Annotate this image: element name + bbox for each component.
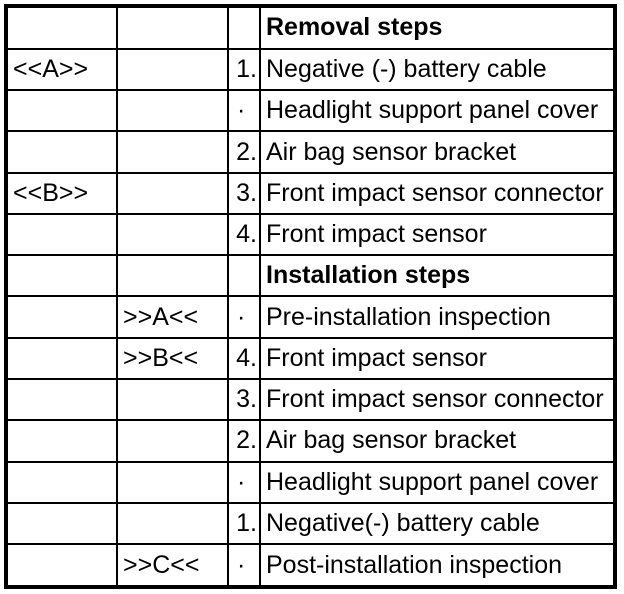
- step-number-cell: ·: [227, 295, 261, 339]
- installation-marker-cell: [116, 212, 229, 257]
- removal-marker-cell: <<A>>: [5, 47, 118, 92]
- section-header-cell: Removal steps: [259, 5, 616, 50]
- step-number-cell: ·: [227, 543, 261, 588]
- installation-marker-cell: [116, 254, 229, 298]
- installation-marker-cell: [116, 501, 229, 546]
- installation-marker-cell: >>C<<: [116, 543, 229, 588]
- description-cell: Pre-installation inspection: [259, 295, 616, 339]
- removal-marker-cell: [5, 5, 118, 50]
- table-row: Installation steps: [5, 254, 616, 298]
- removal-marker-cell: [5, 212, 118, 257]
- step-number-cell: 1.: [227, 501, 261, 546]
- description-cell: Headlight support panel cover: [259, 89, 616, 133]
- removal-marker-cell: [5, 378, 118, 422]
- description-cell: Front impact sensor: [259, 212, 616, 257]
- step-number-cell: 2.: [227, 419, 261, 463]
- description-cell: Negative (-) battery cable: [259, 47, 616, 92]
- removal-marker-cell: [5, 130, 118, 174]
- installation-marker-cell: [116, 419, 229, 463]
- installation-marker-cell: [116, 460, 229, 504]
- removal-marker-cell: [5, 295, 118, 339]
- installation-marker-cell: >>B<<: [116, 336, 229, 381]
- installation-marker-cell: [116, 89, 229, 133]
- step-number-cell: 2.: [227, 130, 261, 174]
- step-number-cell: 3.: [227, 171, 261, 215]
- table-row: >>C<<·Post-installation inspection: [5, 543, 616, 588]
- removal-marker-cell: <<B>>: [5, 171, 118, 215]
- table-row: <<B>> 3.Front impact sensor connector: [5, 171, 616, 215]
- table-row: 1.Negative(-) battery cable: [5, 501, 616, 546]
- description-cell: Air bag sensor bracket: [259, 130, 616, 174]
- removal-marker-cell: [5, 501, 118, 546]
- table-row: ·Headlight support panel cover: [5, 89, 616, 133]
- table-row: 2.Air bag sensor bracket: [5, 419, 616, 463]
- step-number-cell: [227, 254, 261, 298]
- removal-marker-cell: [5, 460, 118, 504]
- removal-marker-cell: [5, 89, 118, 133]
- installation-marker-cell: [116, 47, 229, 92]
- table-row: 2.Air bag sensor bracket: [5, 130, 616, 174]
- procedure-steps-table-body: Removal steps<<A>>1.Negative (-) battery…: [5, 5, 616, 588]
- table-row: Removal steps: [5, 5, 616, 50]
- section-header-cell: Installation steps: [259, 254, 616, 298]
- table-row: >>A<<·Pre-installation inspection: [5, 295, 616, 339]
- removal-marker-cell: [5, 336, 118, 381]
- step-number-cell: ·: [227, 89, 261, 133]
- description-cell: Front impact sensor connector: [259, 378, 616, 422]
- installation-marker-cell: [116, 130, 229, 174]
- description-cell: Front impact sensor connector: [259, 171, 616, 215]
- table-row: >>B<<4.Front impact sensor: [5, 336, 616, 381]
- table-row: <<A>> 1.Negative (-) battery cable: [5, 47, 616, 92]
- table-row: ·Headlight support panel cover: [5, 460, 616, 504]
- table-row: 3.Front impact sensor connector: [5, 378, 616, 422]
- description-cell: Front impact sensor: [259, 336, 616, 381]
- installation-marker-cell: >>A<<: [116, 295, 229, 339]
- installation-marker-cell: [116, 5, 229, 50]
- step-number-cell: 1.: [227, 47, 261, 92]
- installation-marker-cell: [116, 378, 229, 422]
- step-number-cell: ·: [227, 460, 261, 504]
- removal-marker-cell: [5, 254, 118, 298]
- description-cell: Negative(-) battery cable: [259, 501, 616, 546]
- removal-marker-cell: [5, 543, 118, 588]
- step-number-cell: [227, 5, 261, 50]
- installation-marker-cell: [116, 171, 229, 215]
- description-cell: Post-installation inspection: [259, 543, 616, 588]
- step-number-cell: 3.: [227, 378, 261, 422]
- procedure-steps-table: Removal steps<<A>>1.Negative (-) battery…: [4, 4, 617, 589]
- description-cell: Air bag sensor bracket: [259, 419, 616, 463]
- table-row: 4.Front impact sensor: [5, 212, 616, 257]
- description-cell: Headlight support panel cover: [259, 460, 616, 504]
- step-number-cell: 4.: [227, 212, 261, 257]
- step-number-cell: 4.: [227, 336, 261, 381]
- removal-marker-cell: [5, 419, 118, 463]
